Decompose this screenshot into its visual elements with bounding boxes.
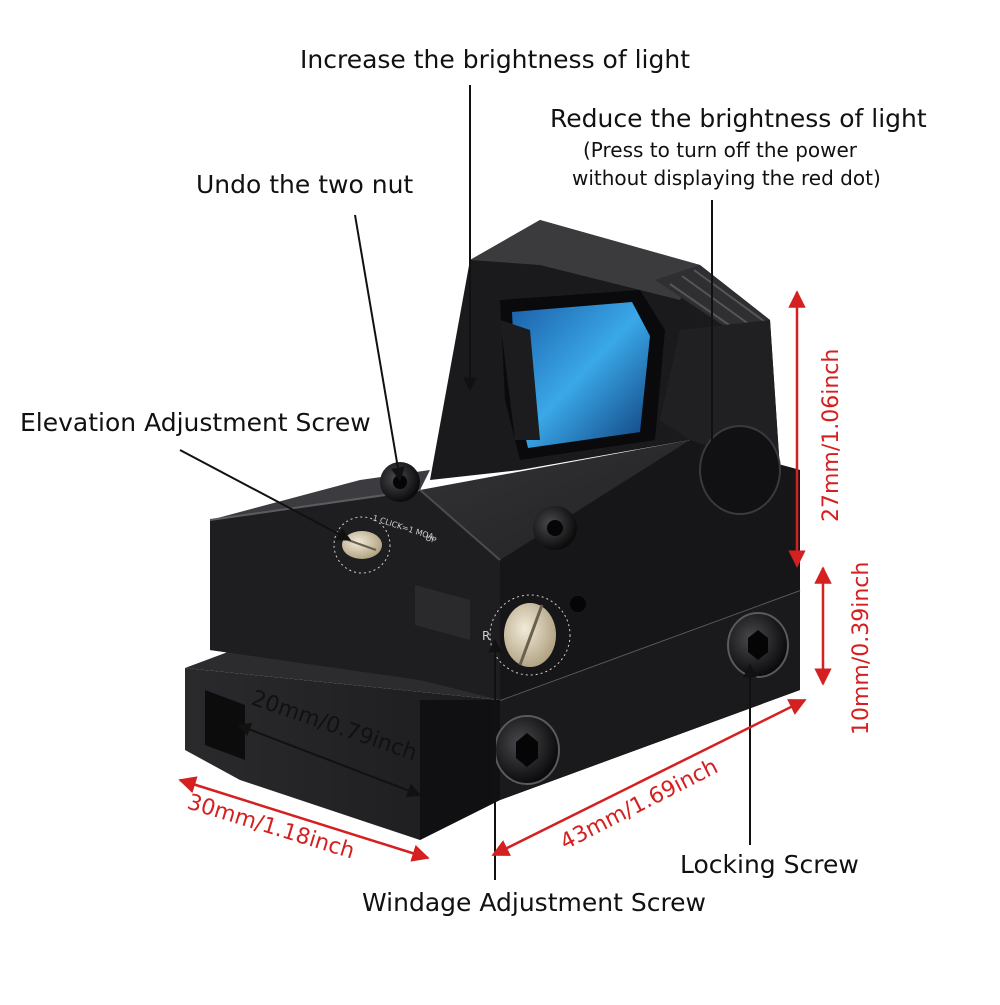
label-elevation-screw: Elevation Adjustment Screw xyxy=(20,408,371,437)
label-windage-screw: Windage Adjustment Screw xyxy=(362,888,706,917)
dimension-lines xyxy=(178,290,832,862)
arrow-length-base xyxy=(491,698,807,857)
label-locking-screw: Locking Screw xyxy=(680,850,859,879)
label-height-mount: 10mm/0.39inch xyxy=(849,562,874,735)
locking-screw-left xyxy=(494,715,560,785)
label-reduce-note-2: without displaying the red dot) xyxy=(572,166,881,190)
brightness-button-body xyxy=(699,425,781,515)
pointer-elevation xyxy=(179,449,352,541)
pointer-nut xyxy=(354,214,405,482)
windage-dial: R xyxy=(482,594,571,676)
label-increase-brightness: Increase the brightness of light xyxy=(300,45,691,74)
locking-screw-right xyxy=(727,612,789,678)
lens-window xyxy=(500,290,665,460)
lens-glass xyxy=(512,302,650,448)
engraving-r: R xyxy=(482,629,490,643)
label-height-top: 27mm/1.06inch xyxy=(819,349,844,522)
engraving-up: UP xyxy=(424,533,437,545)
arrow-depth-base xyxy=(178,776,430,862)
label-reduce-brightness: Reduce the brightness of light xyxy=(550,104,927,133)
label-undo-nut: Undo the two nut xyxy=(196,170,414,199)
label-reduce-note-1: (Press to turn off the power xyxy=(583,138,858,162)
